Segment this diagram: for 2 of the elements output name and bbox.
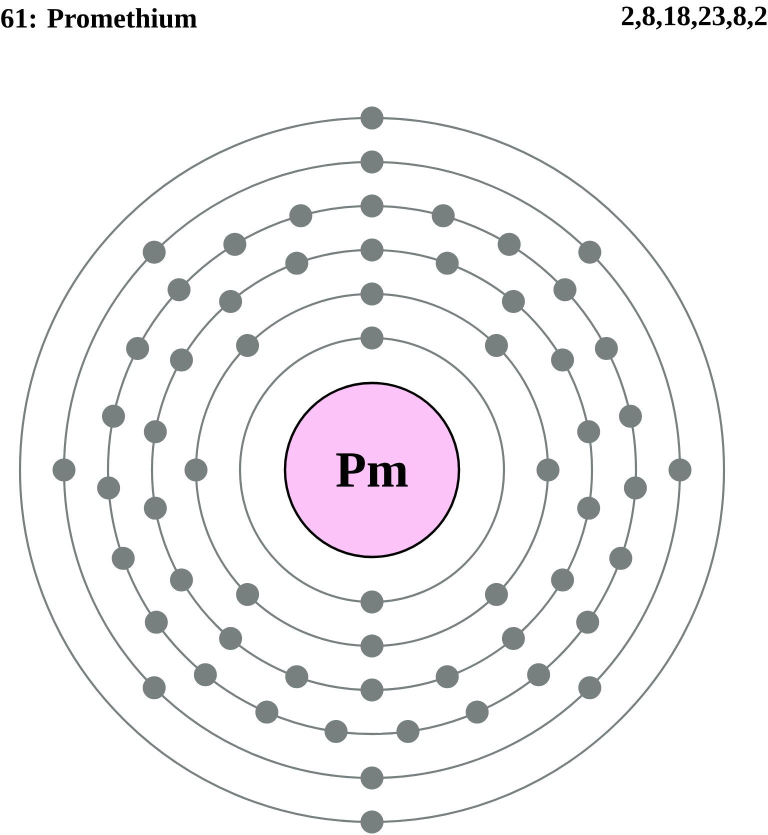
heading-text: 61: Promethium xyxy=(1,8,197,28)
heading-text: 2,8,18,23,8,2 xyxy=(622,6,767,30)
